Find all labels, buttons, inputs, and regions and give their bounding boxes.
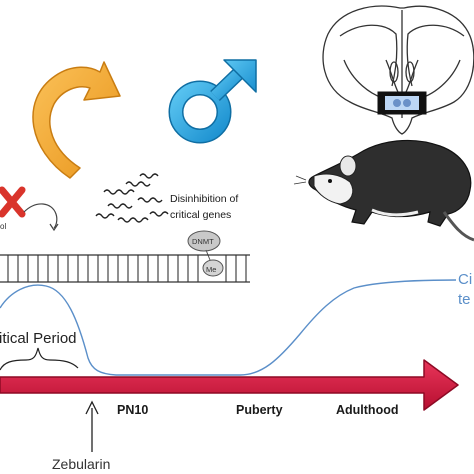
disinhibition-label: Disinhibition of critical genes — [170, 191, 238, 223]
zebularin-arrow-icon — [85, 400, 99, 452]
timeline-arrow-icon — [0, 359, 459, 411]
dnmt-enzyme-icon — [187, 230, 224, 277]
red-cross-icon — [0, 186, 26, 218]
curve-label-line-2: te — [458, 291, 471, 308]
orange-curved-arrow-icon — [32, 61, 121, 179]
critical-period-label: ritical Period — [0, 330, 77, 347]
male-symbol-icon — [168, 59, 257, 144]
partial-label: ol — [0, 222, 7, 231]
dnmt-label: DNMT — [192, 237, 214, 246]
methyl-label: Me — [206, 265, 217, 274]
adulthood-label: Adulthood — [336, 403, 399, 417]
brain-region-box — [377, 91, 427, 115]
disinhibition-line-1: Disinhibition of — [170, 193, 239, 205]
pn10-label: PN10 — [117, 403, 149, 417]
dna-strand-icon — [0, 254, 250, 283]
zebularin-label: Zebularin — [52, 456, 111, 472]
critical-period-curve — [0, 279, 457, 376]
disinhibition-line-2: critical genes — [170, 209, 232, 221]
rat-icon — [293, 139, 474, 242]
gene-strands-icon — [95, 173, 169, 223]
brace-icon — [0, 347, 79, 371]
small-curved-arrow-icon — [23, 203, 59, 232]
brain-section-icon — [322, 5, 474, 135]
curve-label: Ci te — [458, 270, 472, 310]
puberty-label: Puberty — [236, 403, 283, 417]
curve-label-line-1: Ci — [458, 271, 473, 288]
